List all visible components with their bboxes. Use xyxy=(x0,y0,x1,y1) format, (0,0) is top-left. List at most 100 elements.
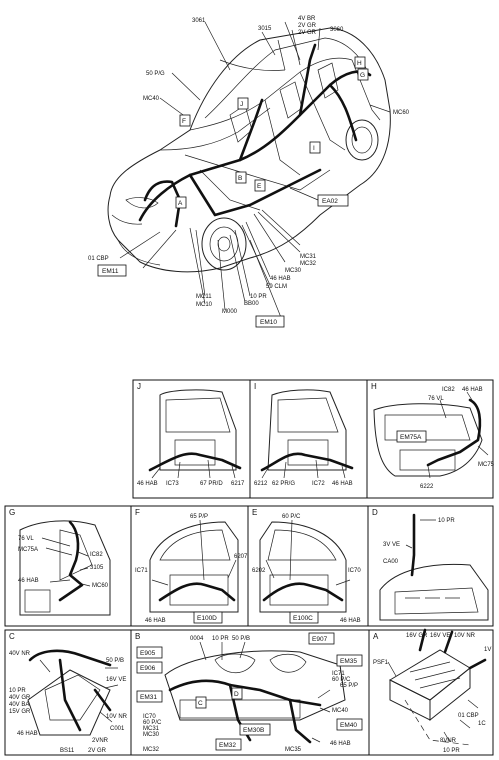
panel-h-label-em75a: EM75A xyxy=(400,434,422,441)
tag-a: A xyxy=(178,200,183,207)
panel-c-letter: C xyxy=(9,632,15,641)
panel-e-label-6202: 6202 xyxy=(252,568,266,574)
panel-h-letter: H xyxy=(371,382,377,391)
panel-c-label-2vnr: 2VNR xyxy=(92,738,109,744)
panel-b-letter: B xyxy=(135,632,140,641)
panel-b-ref-box-e906 xyxy=(136,661,163,674)
panel-b-label-em31: EM31 xyxy=(140,694,157,701)
label-em11: EM11 xyxy=(102,268,119,275)
panel-b: B 0004 10 PR 50 P/B E907 E905 E906 EM35 … xyxy=(130,629,370,756)
panel-b-label-em35: EM35 xyxy=(340,658,357,665)
label-3015: 3015 xyxy=(258,26,272,32)
panel-h-label-mc75: MC75 xyxy=(478,462,495,468)
panel-h-label-6222: 6222 xyxy=(420,484,434,490)
label-mc10: MC10 xyxy=(196,302,213,308)
panel-g-label-ic82: IC82 xyxy=(90,552,103,558)
label-ea02: EA02 xyxy=(322,198,338,205)
panel-e-ref-box-e100c xyxy=(289,611,319,624)
panel-b-label-e907: E907 xyxy=(312,636,328,643)
panel-j-label-6217: 6217 xyxy=(231,481,245,487)
panel-b-label-10-pr: 10 PR xyxy=(212,636,229,642)
panel-f: F 65 P/P IC71 6207 46 HAB E100D xyxy=(130,505,249,627)
panel-h-ref-box-em75a xyxy=(396,430,427,443)
panel-c-label-40v-gr: 40V GR xyxy=(9,695,31,701)
tag-box-j xyxy=(237,97,249,110)
tag-j: J xyxy=(240,101,243,108)
panel-i-label-46-hab: 46 HAB xyxy=(332,481,353,487)
panel-g-label-3105: 3105 xyxy=(90,565,104,571)
panel-b-label-mc35: MC35 xyxy=(285,747,302,753)
panel-b-tag-box-d xyxy=(231,687,243,700)
panel-i-label-6212: 6212 xyxy=(254,481,268,487)
panel-a: A PSF1 16V GR 16V VE 10V NR 1V 01 CBP 1C… xyxy=(368,628,494,756)
panel-b-label-50-p-b: 50 P/B xyxy=(232,636,250,642)
panel-c-label-40v-nr: 40V NR xyxy=(9,651,31,657)
tag-h: H xyxy=(357,60,362,67)
panel-a-label-8vnr: 8VNR xyxy=(440,738,457,744)
panel-b-ref-box-e905 xyxy=(136,646,163,659)
panel-c-label-c001: C001 xyxy=(110,726,125,732)
panel-a-label-16v-ve: 16V VE xyxy=(430,633,450,639)
panel-b-label-46-hab: 46 HAB xyxy=(330,741,351,747)
panel-d: D 10 PR 3V VE CA00 xyxy=(367,505,494,627)
panel-g-label-mc60: MC60 xyxy=(92,583,109,589)
panel-e-label-ic70: IC70 xyxy=(348,568,361,574)
panel-a-label-10-pr: 10 PR xyxy=(443,748,460,754)
panel-h-label-76-vl: 76 VL xyxy=(428,396,444,402)
tag-box-b xyxy=(235,171,247,184)
panel-b-label-ic70: IC70 xyxy=(143,714,156,720)
main-car-illustration: 3061 3015 4V BR 2V GR 2V GR 3060 50 P/G … xyxy=(88,16,410,328)
tag-box-f xyxy=(179,114,191,127)
panel-i-label-62-pr-g: 62 PR/G xyxy=(272,481,295,487)
label-10-pr: 10 PR xyxy=(250,294,267,300)
label-3060: 3060 xyxy=(330,27,344,33)
label-50-p-g: 50 P/G xyxy=(146,71,165,77)
label-mc31: MC31 xyxy=(300,254,317,260)
label-3061: 3061 xyxy=(192,18,206,24)
panel-b-label-mc40: MC40 xyxy=(332,708,349,714)
panel-b-label-mc32: MC32 xyxy=(143,747,160,753)
panel-b-tag-d: D xyxy=(234,691,239,698)
panel-b-label-0004: 0004 xyxy=(190,636,204,642)
label-01-cbp: 01 CBP xyxy=(88,256,109,262)
panel-c-label-16v-ve: 16V VE xyxy=(106,677,126,683)
label-mc40: MC40 xyxy=(143,96,160,102)
label-59-clm: 59 CLM xyxy=(266,284,287,290)
panel-b-label-65-p-p: 65 P/P xyxy=(340,683,358,689)
ref-box-em10 xyxy=(255,315,285,328)
panel-e-label-e100c: E100C xyxy=(293,615,313,622)
panel-g-label-76-vl: 76 VL xyxy=(18,536,34,542)
tag-f: F xyxy=(182,118,186,125)
panel-c-label-bs11: BS11 xyxy=(60,748,75,754)
ref-box-em11 xyxy=(97,264,127,277)
panel-a-label-10v-nr: 10V NR xyxy=(454,633,476,639)
panel-f-ref-box-e100d xyxy=(193,611,223,624)
label-em10: EM10 xyxy=(260,319,277,326)
panel-a-label-01-cbp: 01 CBP xyxy=(458,713,479,719)
panel-j-label-46-hab: 46 HAB xyxy=(137,481,158,487)
panel-c-label-15v-gr: 15V GR xyxy=(9,709,31,715)
panel-d-label-ca00: CA00 xyxy=(383,559,399,565)
panel-c: C 40V NR 50 P/B 16V VE 10 PR 40V GR 40V … xyxy=(4,629,132,756)
tag-b: B xyxy=(238,175,242,182)
tag-box-g xyxy=(357,68,369,81)
panel-d-label-10-pr: 10 PR xyxy=(438,518,455,524)
tag-box-i xyxy=(309,141,321,154)
tag-box-a xyxy=(175,196,187,209)
panel-g-label-mc75a: MC75A xyxy=(18,547,38,553)
label-mc60: MC60 xyxy=(393,110,410,116)
panel-b-label-60-p-c: 60 P/C xyxy=(332,677,351,683)
panel-b-label-60-p-c-2: 60 P/C xyxy=(143,720,162,726)
tag-box-h xyxy=(354,56,366,69)
panel-c-label-50-p-b: 50 P/B xyxy=(106,658,124,664)
label-mc11: MC11 xyxy=(196,294,212,300)
panel-b-tag-box-c xyxy=(195,696,207,709)
label-2v-gr-2: 2V GR xyxy=(298,30,317,36)
panel-b-ref-box-em40 xyxy=(336,718,363,731)
panel-c-label-46-hab: 46 HAB xyxy=(17,731,38,737)
panel-b-label-ic71: IC71 xyxy=(332,671,345,677)
panel-b-ref-box-e907 xyxy=(308,632,335,645)
label-m000: M000 xyxy=(222,309,238,315)
panel-e-label-60-p-c: 60 P/C xyxy=(282,514,301,520)
panel-b-label-em40: EM40 xyxy=(340,722,357,729)
